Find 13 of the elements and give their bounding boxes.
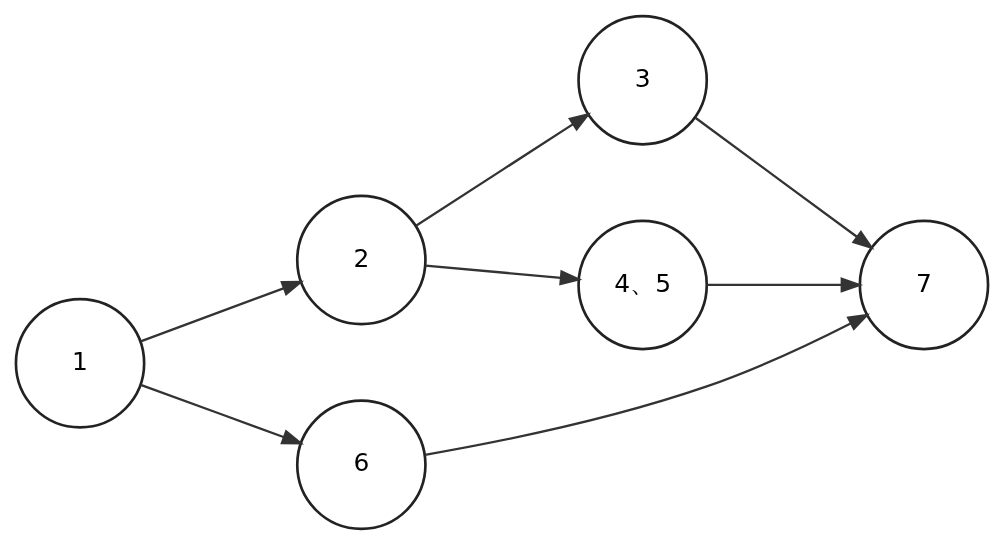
arrow xyxy=(425,263,583,285)
arrow xyxy=(424,313,870,456)
node-circle: 1 xyxy=(14,297,146,429)
arrow xyxy=(415,111,592,227)
arrow xyxy=(140,280,304,342)
arrow xyxy=(140,383,305,444)
node-circle: 4、5 xyxy=(577,219,709,350)
node-circle: 2 xyxy=(295,194,427,325)
arrow xyxy=(694,116,875,250)
node-circle: 6 xyxy=(295,398,427,530)
node-circle: 3 xyxy=(577,14,709,146)
arrow xyxy=(706,276,864,293)
node-circle: 7 xyxy=(858,219,990,350)
